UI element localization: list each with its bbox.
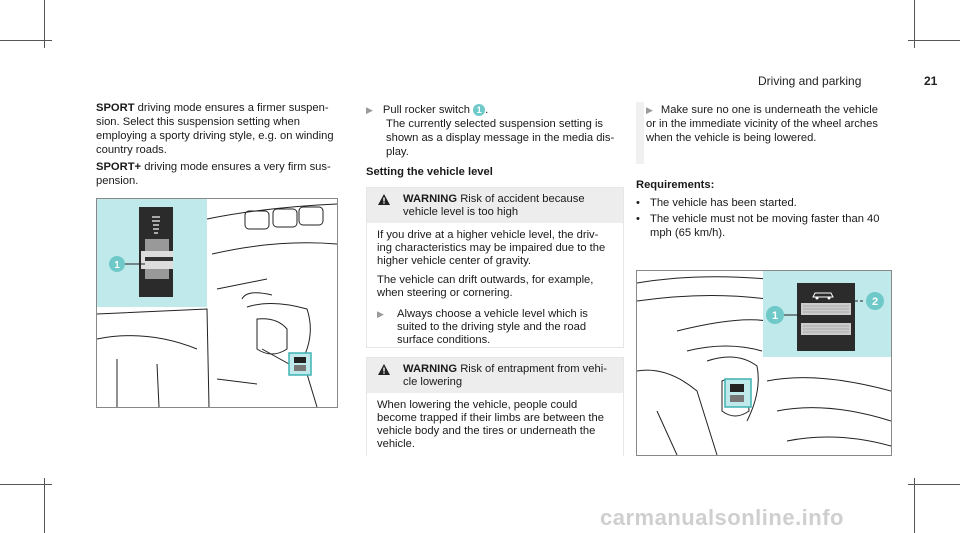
list-item: •The vehicle must not be moving faster t…: [636, 213, 880, 239]
warning-triangle-icon: [378, 364, 390, 375]
warning-label: WARNING: [403, 363, 458, 375]
warning-box: WARNING Risk of accident because vehicle…: [366, 187, 624, 348]
sportplus-label: SPORT+: [96, 161, 142, 173]
requirements-list: •The vehicle has been started. •The vehi…: [636, 196, 886, 242]
step-arrow-icon: ▶: [646, 105, 653, 115]
step-make-sure: ▶Make sure no one is underneath the vehi…: [646, 103, 886, 145]
step-result: The currently selected suspension settin…: [386, 118, 615, 158]
rocker-switch-figure: 1: [96, 198, 338, 408]
warning-body: If you drive at a higher vehicle level, …: [367, 223, 623, 353]
warning-header: WARNING Risk of entrapment from vehi-cle…: [367, 358, 623, 393]
warning-paragraph: If you drive at a higher vehicle level, …: [377, 229, 606, 267]
crop-mark: [44, 478, 45, 533]
crop-mark: [914, 478, 915, 533]
crop-mark: [44, 0, 45, 48]
list-item: •The vehicle has been started.: [636, 197, 797, 209]
callout-badge: 1: [473, 104, 486, 117]
sport-text: driving mode ensures a firmer suspen-sio…: [96, 102, 334, 156]
requirements-heading: Requirements:: [636, 179, 715, 191]
section-title: Driving and parking: [758, 74, 862, 88]
warning-title: Risk of entrapment from vehi-cle lowerin…: [403, 363, 607, 388]
crop-mark: [0, 40, 52, 41]
level-switch-figure: 2 1: [636, 270, 892, 456]
warning-header: WARNING Risk of accident because vehicle…: [367, 188, 623, 223]
crop-mark: [914, 0, 915, 48]
callout-1: 1: [772, 310, 778, 322]
step-text: Make sure no one is underneath the vehic…: [646, 104, 878, 144]
watermark: carmanualsonline.info: [600, 505, 844, 530]
warning-box: WARNING Risk of entrapment from vehi-cle…: [366, 357, 624, 456]
bullet-icon: •: [636, 213, 640, 225]
callout-1: 1: [114, 260, 120, 271]
step-arrow-icon: ▶: [377, 309, 384, 319]
sport-label: SPORT: [96, 102, 135, 114]
crop-mark: [908, 40, 960, 41]
crop-mark: [908, 484, 960, 485]
step-arrow-icon: ▶: [366, 105, 373, 115]
step-text: Pull rocker switch: [382, 104, 470, 116]
warning-body: When lowering the vehicle, people could …: [367, 393, 623, 463]
warning-paragraph: The vehicle can drift outwards, for exam…: [377, 274, 594, 299]
sportplus-paragraph: SPORT+ driving mode ensures a very firm …: [96, 160, 346, 188]
sportplus-text: driving mode ensures a very firm sus-pen…: [96, 161, 331, 187]
warning-triangle-icon: [378, 194, 390, 205]
warning-step: Always choose a vehicle level which is s…: [397, 308, 588, 346]
callout-2: 2: [872, 296, 878, 308]
page-number: 21: [924, 74, 938, 88]
instruction-bar: [636, 102, 644, 164]
bullet-icon: •: [636, 197, 640, 209]
warning-label: WARNING: [403, 193, 458, 205]
warning-paragraph: When lowering the vehicle, people could …: [377, 399, 604, 450]
section-heading: Setting the vehicle level: [366, 166, 493, 178]
sport-paragraph: SPORT driving mode ensures a firmer susp…: [96, 101, 346, 157]
step-pull-switch: ▶Pull rocker switch 1.: [366, 104, 489, 117]
warning-title: Risk of accident because vehicle level i…: [403, 193, 585, 218]
crop-mark: [0, 484, 52, 485]
